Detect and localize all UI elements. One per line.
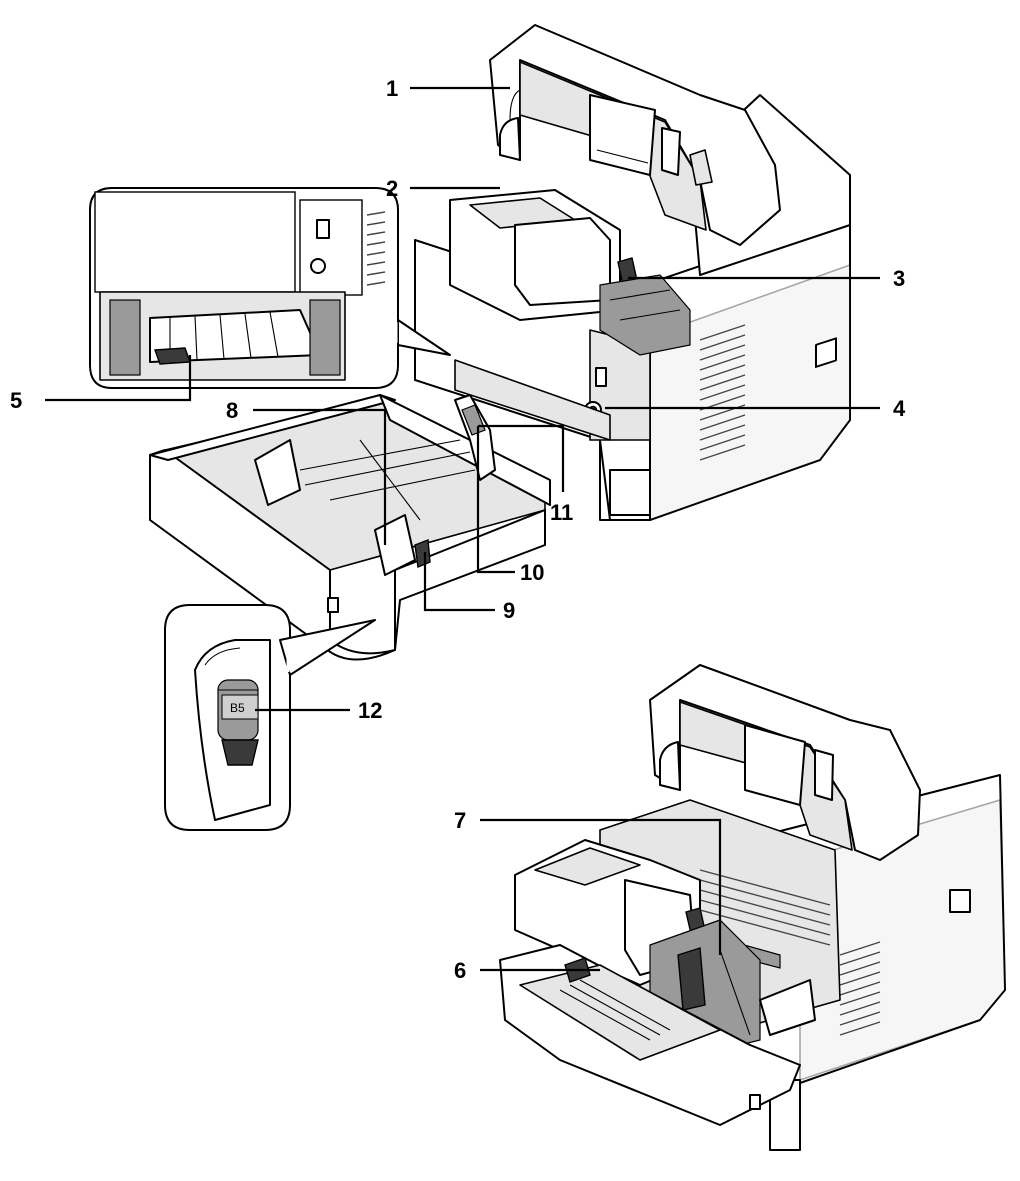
leader-11 (478, 424, 565, 492)
leader-5 (45, 355, 192, 402)
inset-size-dial: B5 (164, 604, 376, 831)
printer-bottom-view (499, 664, 1006, 1151)
dial-size-label: B5 (230, 701, 245, 715)
callout-2: 2 (386, 176, 398, 201)
callout-11: 11 (550, 500, 573, 525)
callout-4: 4 (893, 396, 906, 421)
callout-3: 3 (893, 266, 905, 291)
printer-top-view (414, 24, 851, 521)
callout-numbers: 1 2 3 4 5 6 7 8 9 10 11 12 (10, 76, 906, 983)
callout-8: 8 (226, 398, 238, 423)
callout-6: 6 (454, 958, 466, 983)
callout-9: 9 (503, 598, 515, 623)
callout-1: 1 (386, 76, 398, 101)
inset-rear-duplex (89, 187, 451, 389)
callout-5: 5 (10, 388, 22, 413)
callout-12: 12 (358, 698, 382, 723)
leader-9 (423, 552, 495, 612)
leader-7 (480, 818, 722, 955)
callout-10: 10 (520, 560, 544, 585)
callout-leader-lines (45, 86, 880, 972)
leader-8 (253, 408, 387, 545)
leader-10 (476, 426, 515, 574)
callout-7: 7 (454, 808, 466, 833)
